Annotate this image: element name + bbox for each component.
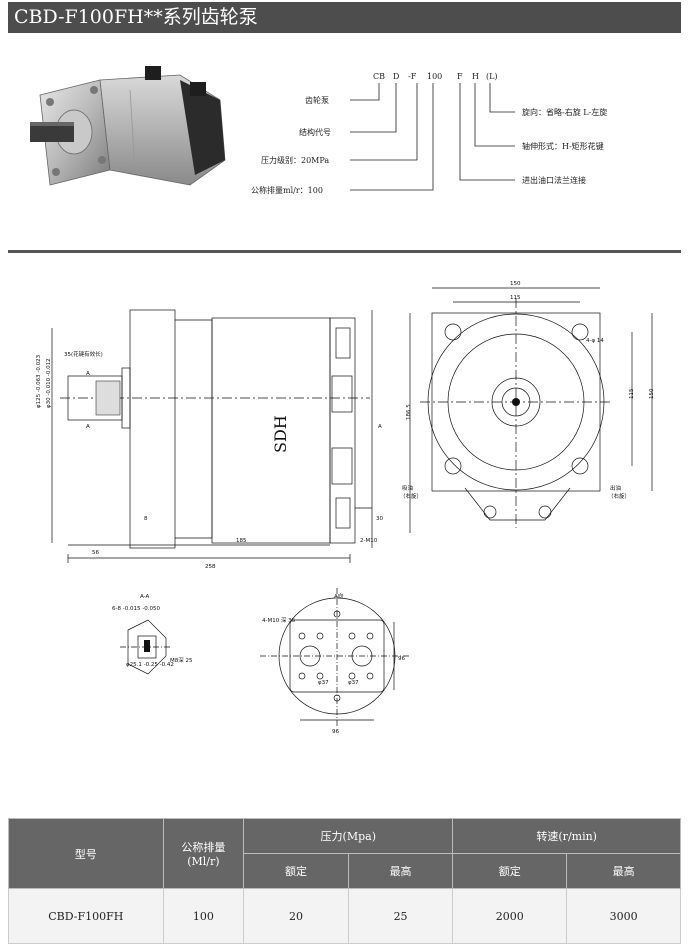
th-speed-rated: 额定 — [452, 853, 568, 889]
dim-8: 8 — [144, 516, 148, 522]
dim-258: 258 — [205, 564, 216, 570]
spline-note: 35(花键有效长) — [64, 350, 103, 358]
dim-115: 115 — [510, 295, 521, 301]
hole-note: 4-φ 14 — [586, 338, 604, 344]
dim-186-5: 186.5 — [406, 404, 412, 420]
th-model: 型号 — [8, 818, 164, 889]
port-d3: φ37 — [318, 680, 329, 686]
port-d4: φ37 — [348, 680, 359, 686]
th-pressure-max: 最高 — [347, 853, 454, 889]
aa-label: A-A — [140, 594, 150, 600]
view-mark: A — [378, 424, 382, 430]
page-title: CBD-F100FH**系列齿轮泵 — [8, 2, 681, 33]
aa-d2: φ25.1 -0.25 -0.42 — [126, 662, 174, 668]
th-speed-max: 最高 — [566, 853, 681, 889]
label-port: 进出油口法兰连接 — [522, 175, 586, 185]
code-100: 100 — [427, 72, 442, 81]
code-f2: F — [457, 72, 463, 81]
dim-2m10: 2-M10 — [360, 538, 378, 544]
dim-185: 185 — [236, 538, 247, 544]
label-displacement: 公称排量ml/r：100 — [251, 185, 323, 195]
th-pressure-rated: 额定 — [243, 853, 349, 889]
th-displacement: 公称排量 (Ml/r) — [162, 818, 245, 889]
th-pressure: 压力(Mpa) — [243, 818, 454, 854]
aa-d3: M8深 25 — [170, 656, 193, 664]
label-rotation: 旋向：省略-右旋 L-左旋 — [522, 107, 607, 117]
outlet-sub: （右旋） — [608, 492, 630, 500]
dim-150: 150 — [510, 281, 521, 287]
port-d2: 96 — [398, 656, 405, 662]
shaft-dia-1: φ125 -0.063 -0.023 — [36, 354, 42, 408]
technical-drawings: SDH 35(花键有效长) φ125 -0.063 -0.023 φ30 -0.… — [36, 281, 655, 735]
outlet-label: 出油 — [610, 484, 622, 492]
cell-speed-max: 3000 — [566, 888, 681, 944]
cell-displacement: 100 — [162, 888, 245, 944]
shaft-dia-2: φ30 -0.010 -0.012 — [46, 358, 52, 408]
dim-30: 30 — [376, 516, 383, 522]
label-pressure: 压力级别：20MPa — [261, 155, 329, 165]
section-mark-bottom: A — [86, 424, 90, 430]
aa-d1: 6-8 -0.015 -0.050 — [112, 606, 160, 612]
pump-photo — [30, 66, 226, 186]
brand-mark: SDH — [271, 415, 290, 453]
code-f: -F — [408, 72, 417, 81]
section-divider — [8, 250, 681, 253]
section-mark-top: A — [86, 371, 90, 377]
spec-table: 型号 公称排量 (Ml/r) 压力(Mpa) 转速(r/min) 额定 最高 额… — [8, 818, 681, 944]
cell-pressure-rated: 20 — [243, 888, 349, 944]
table-row: CBD-F100FH 100 20 25 2000 3000 — [8, 888, 681, 944]
code-cb: CB — [373, 72, 385, 81]
cell-speed-rated: 2000 — [452, 888, 568, 944]
th-speed: 转速(r/min) — [452, 818, 681, 854]
label-structure: 结构代号 — [299, 127, 331, 137]
port-holes: 4-M10 深 35 — [262, 616, 296, 624]
model-code-diagram: CB D -F 100 F H (L) 齿轮泵 结构代号 压力级别：20MPa … — [251, 72, 607, 195]
label-shaft: 轴伸形式：H-矩形花键 — [522, 141, 604, 151]
cell-model: CBD-F100FH — [8, 888, 164, 944]
port-label: A向 — [334, 592, 343, 600]
label-pump: 齿轮泵 — [305, 95, 329, 105]
port-d1: 96 — [332, 729, 339, 735]
cell-pressure-max: 25 — [347, 888, 454, 944]
inlet-sub: （右旋） — [400, 492, 422, 500]
code-h: H — [472, 72, 479, 81]
inlet-label: 吸油 — [402, 484, 414, 492]
dim-56: 56 — [92, 550, 99, 556]
code-l: (L) — [486, 72, 498, 81]
dim-115-v: 115 — [629, 388, 635, 399]
dim-150-v: 150 — [649, 388, 655, 399]
code-d: D — [393, 72, 399, 81]
